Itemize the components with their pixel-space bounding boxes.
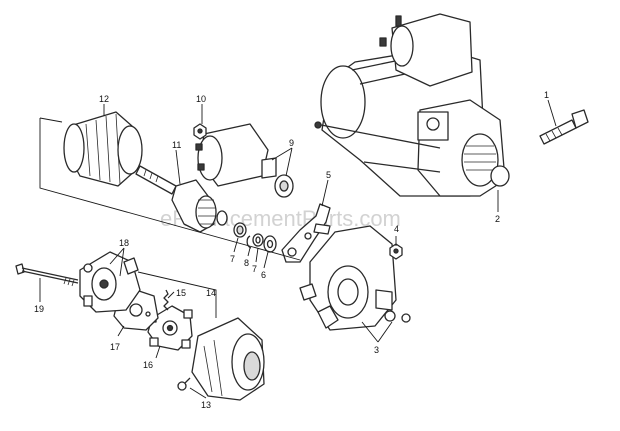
bracket-line-14 bbox=[137, 271, 217, 318]
callout-5: 5 bbox=[326, 170, 331, 180]
part-12-armature[interactable] bbox=[63, 111, 177, 195]
callout-4: 4 bbox=[394, 224, 399, 234]
part-19-through-bolt[interactable] bbox=[15, 263, 79, 287]
callout-16: 16 bbox=[143, 360, 153, 370]
callout-9: 9 bbox=[289, 138, 294, 148]
callout-labels: 1 2 3 4 5 6 7 8 7 9 10 11 12 13 14 15 16… bbox=[34, 90, 549, 410]
part-4-nut[interactable] bbox=[389, 243, 403, 260]
callout-7a: 7 bbox=[230, 254, 235, 264]
part-11-pinion-clutch[interactable] bbox=[171, 179, 228, 233]
callout-18: 18 bbox=[119, 238, 129, 248]
part-9-solenoid[interactable] bbox=[195, 123, 294, 198]
callout-15: 15 bbox=[176, 288, 186, 298]
part-10-nut[interactable] bbox=[193, 123, 207, 140]
callout-1: 1 bbox=[544, 90, 549, 100]
callout-8: 8 bbox=[244, 258, 249, 268]
callout-11: 11 bbox=[172, 140, 181, 150]
callout-19: 19 bbox=[34, 304, 44, 314]
callout-6: 6 bbox=[261, 270, 266, 280]
part-6-washer[interactable] bbox=[263, 235, 277, 253]
part-15-spring[interactable] bbox=[163, 289, 169, 311]
callout-12: 12 bbox=[99, 94, 109, 104]
part-5-shift-lever[interactable] bbox=[281, 203, 331, 263]
part-2-starter-assembly[interactable] bbox=[314, 13, 510, 197]
callout-14: 14 bbox=[206, 288, 216, 298]
callout-3: 3 bbox=[374, 345, 379, 355]
callout-7b: 7 bbox=[252, 264, 257, 274]
callout-17: 17 bbox=[110, 342, 120, 352]
part-7-ring-a[interactable] bbox=[233, 222, 247, 238]
part-8-clip[interactable] bbox=[246, 235, 252, 249]
part-1-bolt[interactable] bbox=[539, 109, 589, 145]
part-18-end-frame[interactable] bbox=[79, 251, 141, 313]
assembly-bracket-line bbox=[39, 117, 301, 261]
callout-13: 13 bbox=[201, 400, 211, 410]
callout-2: 2 bbox=[495, 214, 500, 224]
part-3-drive-housing[interactable] bbox=[299, 225, 411, 331]
callout-10: 10 bbox=[196, 94, 206, 104]
leader-lines bbox=[39, 99, 557, 399]
part-7-ring-b[interactable] bbox=[252, 233, 264, 247]
part-13-field-frame[interactable] bbox=[177, 317, 265, 401]
